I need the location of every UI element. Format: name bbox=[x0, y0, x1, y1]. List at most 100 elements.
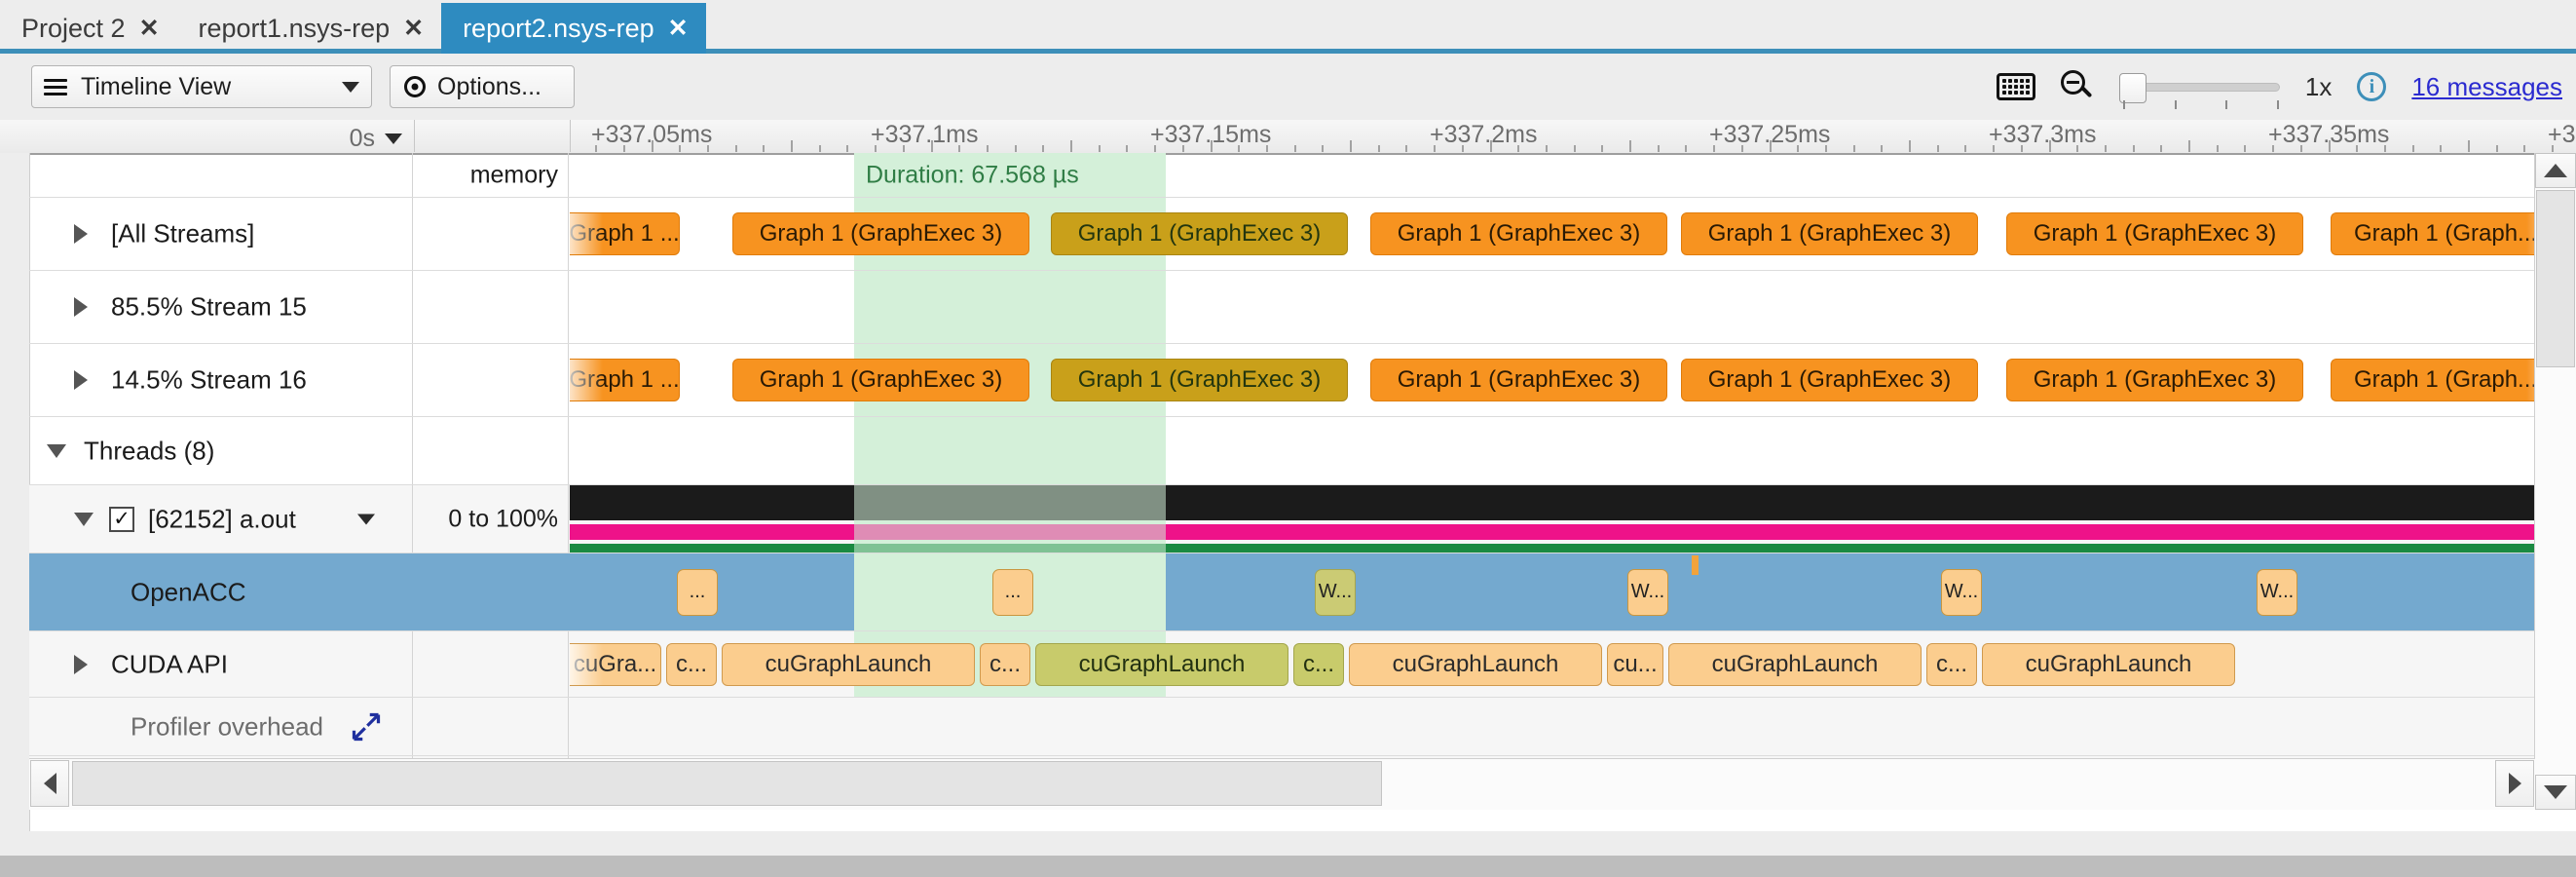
time-origin-control[interactable]: 0s bbox=[350, 125, 402, 153]
collapse-arrow-icon[interactable] bbox=[74, 512, 93, 526]
cuda-api-bar[interactable]: c... bbox=[1293, 642, 1344, 686]
row-process-a-out[interactable]: ✓[62152] a.out 0 to 100% bbox=[29, 485, 2535, 553]
scroll-right-button[interactable] bbox=[2495, 760, 2534, 807]
row-name-cell[interactable]: Threads (8) bbox=[29, 417, 413, 484]
row-profiler-overhead[interactable]: Profiler overhead bbox=[29, 698, 2535, 756]
graph-bar[interactable]: Graph 1 (GraphExec 3) bbox=[1681, 359, 1978, 401]
openacc-marker[interactable]: W... bbox=[1627, 568, 1668, 616]
graph-bar[interactable]: Graph 1 ... bbox=[570, 359, 680, 401]
row-track[interactable] bbox=[570, 485, 2535, 553]
row-name-cell[interactable]: 14.5% Stream 16 bbox=[29, 344, 413, 416]
graph-bar[interactable]: Graph 1 (GraphExec 3) bbox=[2006, 359, 2303, 401]
cuda-api-bar[interactable]: cuGraphLaunch bbox=[1982, 642, 2235, 686]
expand-arrow-icon[interactable] bbox=[74, 370, 88, 390]
timeline-view-dropdown[interactable]: Timeline View bbox=[31, 65, 372, 108]
row-name-cell[interactable]: [All Streams] bbox=[29, 198, 413, 270]
row-name-cell[interactable]: ✓[62152] a.out bbox=[29, 485, 413, 553]
cuda-api-bar[interactable]: cuGraphLaunch bbox=[722, 642, 975, 686]
row-track[interactable] bbox=[570, 698, 2535, 755]
row-value-cell bbox=[414, 271, 569, 343]
expand-resize-icon[interactable] bbox=[352, 712, 381, 742]
horizontal-scrollbar[interactable] bbox=[29, 758, 2535, 810]
row-all-streams[interactable]: [All Streams] Graph 1 ... Graph 1 (GraphEx… bbox=[29, 198, 2535, 271]
row-track[interactable] bbox=[570, 417, 2535, 484]
row-track[interactable]: Graph 1 ... Graph 1 (GraphExec 3) Graph 1 … bbox=[570, 344, 2535, 416]
horizontal-scrollbar-thumb[interactable] bbox=[72, 761, 1382, 806]
graph-bar[interactable]: Graph 1 ... bbox=[570, 212, 680, 255]
row-stream-15[interactable]: 85.5% Stream 15 bbox=[29, 271, 2535, 344]
row-threads-group[interactable]: Threads (8) bbox=[29, 417, 2535, 485]
collapse-arrow-icon[interactable] bbox=[47, 443, 66, 458]
ruler-tick bbox=[2495, 145, 2498, 152]
row-track[interactable]: Duration: 67.568 µs bbox=[570, 153, 2535, 197]
cuda-api-bar[interactable]: cuGra... bbox=[570, 642, 661, 686]
expand-arrow-icon[interactable] bbox=[74, 224, 88, 244]
cuda-api-bar[interactable]: c... bbox=[1926, 642, 1977, 686]
bar-label: c... bbox=[1302, 650, 1334, 677]
scroll-left-button[interactable] bbox=[30, 760, 69, 807]
row-name-cell[interactable]: OpenACC bbox=[29, 553, 413, 630]
openacc-marker[interactable]: W... bbox=[1941, 568, 1982, 616]
ruler-tick bbox=[2356, 145, 2359, 152]
options-button[interactable]: Options... bbox=[390, 65, 575, 108]
close-icon[interactable]: ✕ bbox=[403, 14, 425, 42]
cuda-api-bar[interactable]: cu... bbox=[1607, 642, 1663, 686]
tab-2[interactable]: report2.nsys-rep✕ bbox=[441, 3, 706, 54]
row-value-label: 0 to 100% bbox=[448, 505, 558, 532]
openacc-marker[interactable]: W... bbox=[1315, 568, 1356, 616]
graph-bar[interactable]: Graph 1 (GraphExec 3) bbox=[732, 212, 1029, 255]
status-bar bbox=[0, 856, 2576, 877]
chevron-down-icon[interactable] bbox=[357, 514, 375, 524]
row-checkbox[interactable]: ✓ bbox=[109, 506, 134, 532]
expand-arrow-icon[interactable] bbox=[74, 297, 88, 317]
graph-bar[interactable]: Graph 1 (Graph... bbox=[2331, 212, 2535, 255]
row-openacc[interactable]: OpenACC...... W... W... W... W... bbox=[29, 553, 2535, 631]
graph-bar[interactable]: Graph 1 (GraphExec 3) bbox=[1370, 212, 1667, 255]
row-name-cell[interactable]: 85.5% Stream 15 bbox=[29, 271, 413, 343]
zoom-out-icon[interactable] bbox=[2060, 70, 2094, 103]
openacc-marker[interactable]: ... bbox=[992, 568, 1033, 616]
time-ruler[interactable]: +337.05ms+337.1ms+337.15ms+337.2ms+337.2… bbox=[570, 120, 2576, 152]
graph-bar[interactable]: Graph 1 (GraphExec 3) bbox=[1051, 212, 1348, 255]
vertical-scrollbar[interactable] bbox=[2534, 153, 2576, 810]
graph-bar[interactable]: Graph 1 (GraphExec 3) bbox=[1681, 212, 1978, 255]
close-icon[interactable]: ✕ bbox=[138, 14, 160, 42]
zoom-slider-thumb[interactable] bbox=[2118, 73, 2147, 103]
tab-0[interactable]: Project 2✕ bbox=[0, 3, 177, 54]
zoom-slider[interactable] bbox=[2118, 67, 2280, 109]
tab-1[interactable]: report1.nsys-rep✕ bbox=[176, 3, 442, 54]
bar-label: W... bbox=[1944, 581, 1979, 602]
triangle-left-icon bbox=[43, 773, 56, 794]
scroll-up-button[interactable] bbox=[2535, 153, 2576, 188]
row-track[interactable] bbox=[570, 271, 2535, 343]
expand-arrow-icon[interactable] bbox=[74, 654, 88, 674]
header-value-column bbox=[414, 120, 571, 152]
ruler-tick bbox=[1824, 145, 1827, 152]
vertical-scrollbar-thumb[interactable] bbox=[2536, 190, 2575, 367]
graph-bar[interactable]: Graph 1 (GraphExec 3) bbox=[732, 359, 1029, 401]
row-track[interactable]: Graph 1 ... Graph 1 (GraphExec 3) Graph 1 … bbox=[570, 198, 2535, 270]
graph-bar[interactable]: Graph 1 (GraphExec 3) bbox=[1370, 359, 1667, 401]
cuda-api-bar[interactable]: cuGraphLaunch bbox=[1035, 642, 1288, 686]
graph-bar[interactable]: Graph 1 (GraphExec 3) bbox=[1051, 359, 1348, 401]
row-track[interactable]: ...... W... W... W... W... bbox=[570, 553, 2535, 630]
row-name-cell[interactable] bbox=[29, 153, 413, 197]
cuda-api-bar[interactable]: cuGraphLaunch bbox=[1668, 642, 1922, 686]
cuda-api-bar[interactable]: c... bbox=[666, 642, 717, 686]
close-icon[interactable]: ✕ bbox=[667, 14, 689, 42]
row-name-cell[interactable]: Profiler overhead bbox=[29, 698, 413, 755]
cuda-api-bar[interactable]: c... bbox=[980, 642, 1030, 686]
cuda-api-bar[interactable]: cuGraphLaunch bbox=[1349, 642, 1602, 686]
row-name-cell[interactable]: CUDA API bbox=[29, 631, 413, 697]
graph-bar[interactable]: Graph 1 (Graph... bbox=[2331, 359, 2535, 401]
row-stream-16[interactable]: 14.5% Stream 16 Graph 1 ... Graph 1 (Graph… bbox=[29, 344, 2535, 417]
keyboard-icon[interactable] bbox=[1996, 73, 2035, 100]
openacc-marker[interactable]: ... bbox=[677, 568, 718, 616]
messages-link[interactable]: 16 messages bbox=[2411, 71, 2562, 101]
graph-bar[interactable]: Graph 1 (GraphExec 3) bbox=[2006, 212, 2303, 255]
openacc-marker[interactable]: W... bbox=[2257, 568, 2297, 616]
scroll-down-button[interactable] bbox=[2535, 775, 2576, 810]
